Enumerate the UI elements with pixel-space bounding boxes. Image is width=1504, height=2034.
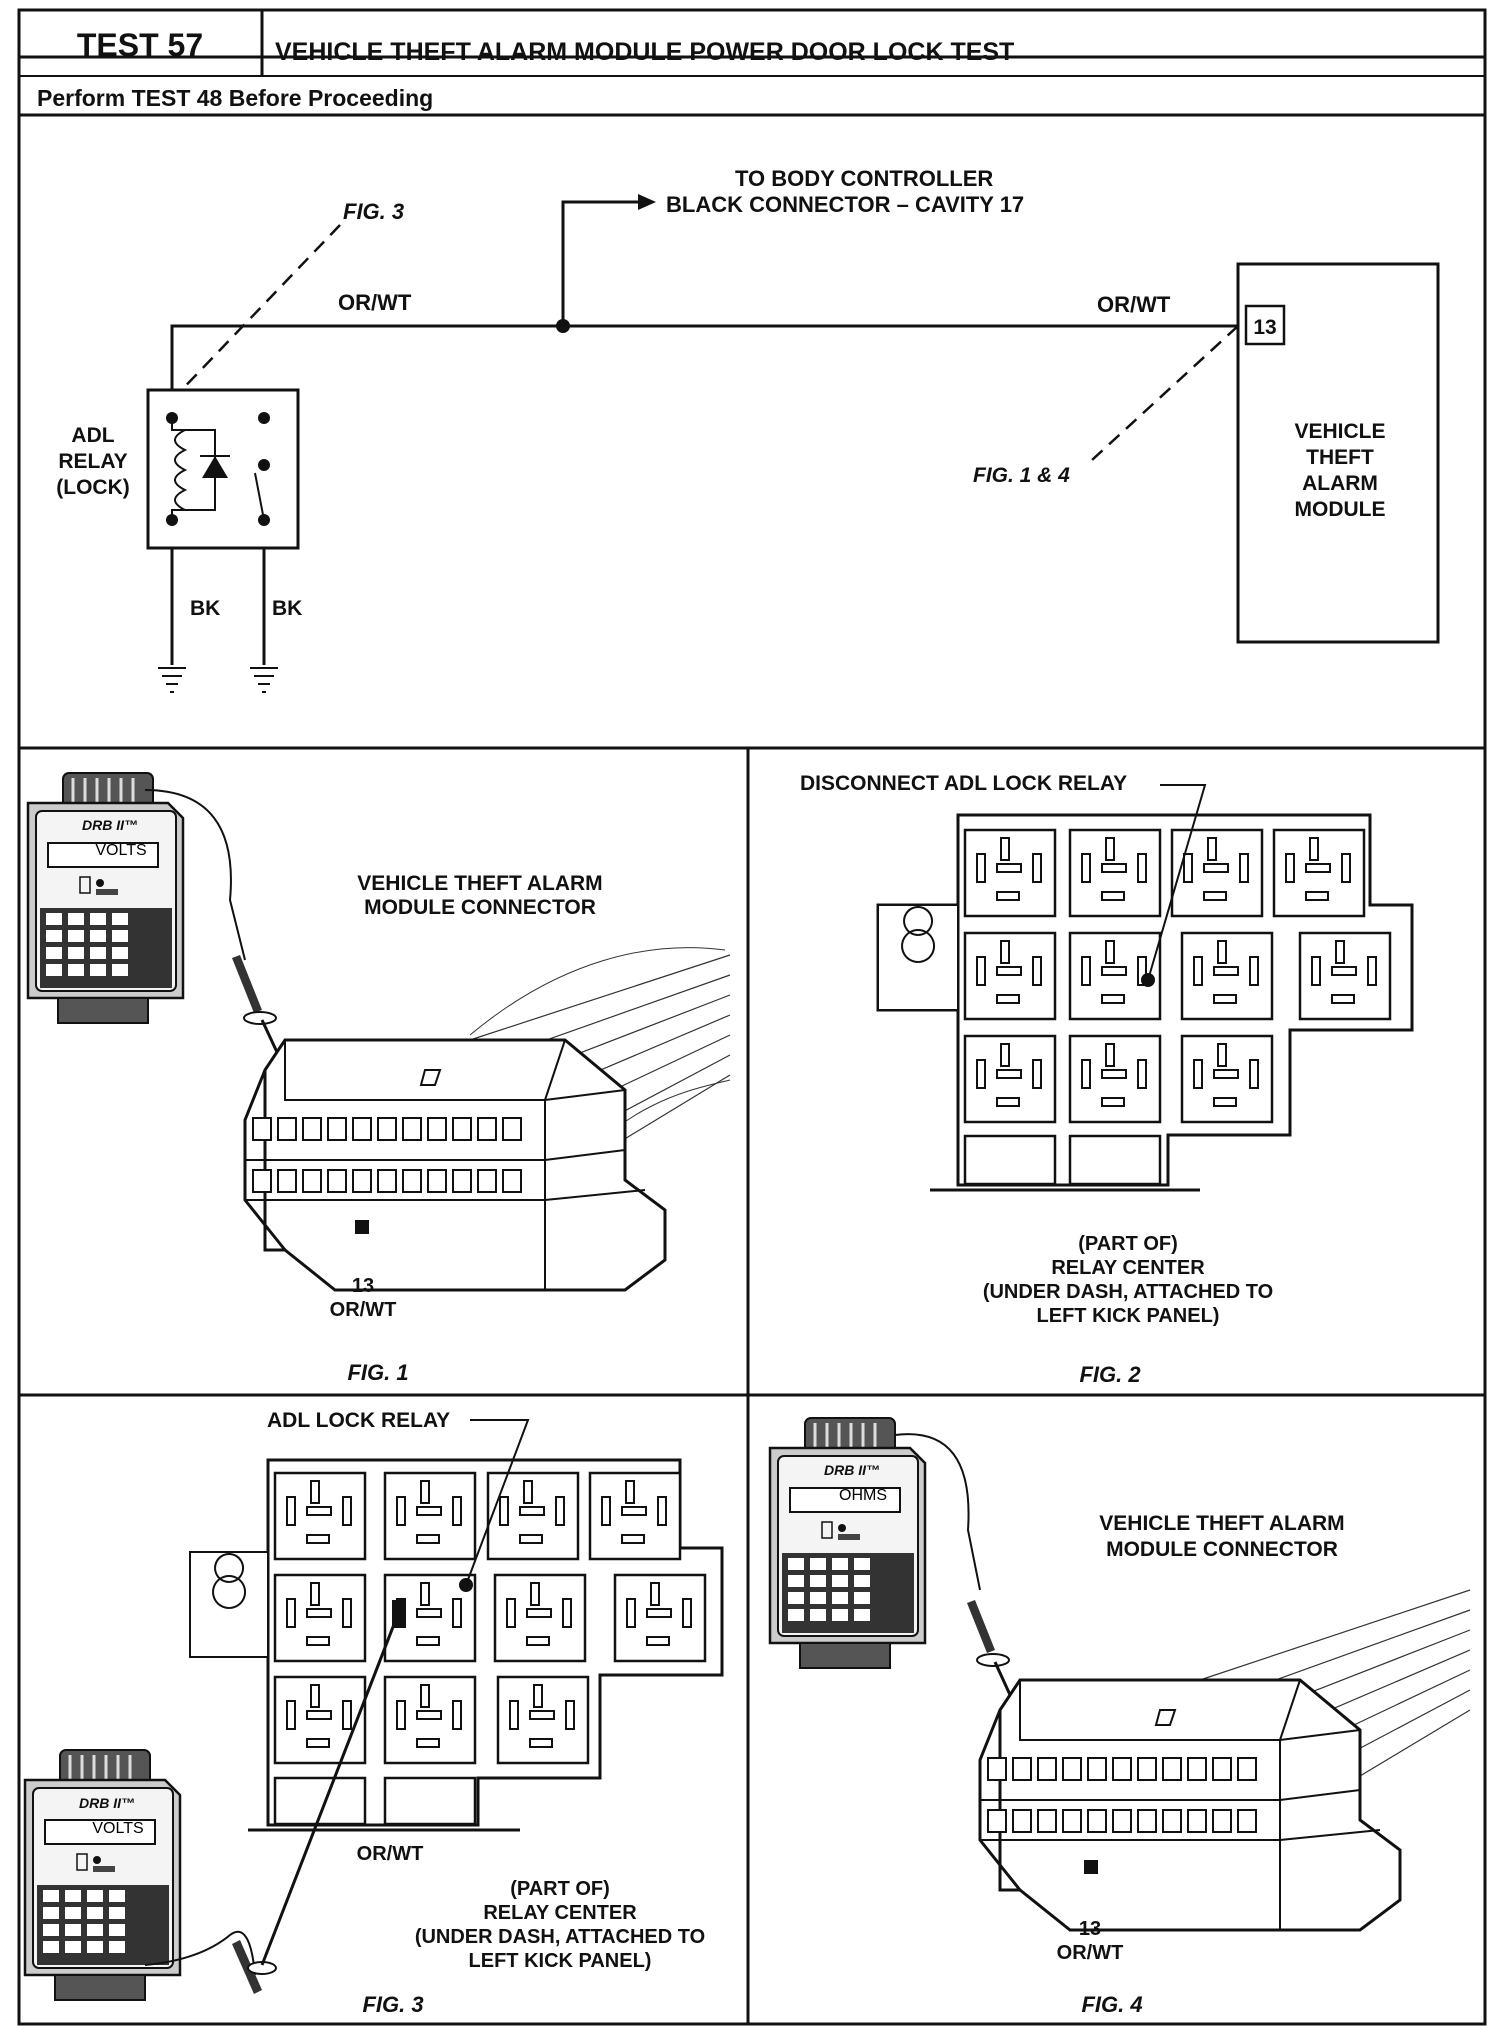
- fig2-callout: DISCONNECT ADL LOCK RELAY: [800, 772, 1127, 795]
- fig2-caption: FIG. 2: [1079, 1362, 1141, 1387]
- mounting-hole-icon: [212, 1553, 247, 1609]
- relay-socket: [496, 1675, 590, 1765]
- fig3-desc-3: (UNDER DASH, ATTACHED TO: [415, 1926, 705, 1948]
- relay-socket: [588, 1471, 682, 1561]
- meter-display: VOLTS: [92, 1820, 143, 1837]
- fig2-desc-3: (UNDER DASH, ATTACHED TO: [983, 1281, 1273, 1303]
- ground-icon: [158, 667, 186, 693]
- relay-socket: [1068, 828, 1162, 918]
- fig4-panel: DRB II™ OHMS VEHICLE THEFT ALARM MODULE …: [768, 1416, 1471, 2017]
- relay-switch-icon: [254, 472, 265, 521]
- drb2-meter-icon: [768, 1416, 927, 1670]
- fig2-desc-2: RELAY CENTER: [1051, 1257, 1205, 1279]
- fig14-reference: FIG. 1 & 4: [973, 464, 1070, 487]
- relay-socket: [1068, 1034, 1162, 1124]
- diode-icon: [202, 456, 228, 478]
- connector-label-1: VEHICLE THEFT ALARM: [1099, 1512, 1344, 1535]
- vtam-connector-icon: [243, 1038, 667, 1292]
- relay-socket: [273, 1573, 367, 1663]
- relay-socket: [963, 931, 1057, 1021]
- drb2-meter-icon: [23, 1748, 182, 2002]
- relay-socket: [273, 1675, 367, 1765]
- arrow-icon: [638, 194, 656, 210]
- meter-brand: DRB II™: [824, 1462, 880, 1478]
- wire-color-right: OR/WT: [1097, 292, 1171, 317]
- fig3-desc-2: RELAY CENTER: [483, 1902, 637, 1924]
- relay-socket: [383, 1675, 477, 1765]
- ground-icon: [250, 667, 278, 693]
- wire-label: OR/WT: [1057, 1942, 1124, 1964]
- fig1-caption: FIG. 1: [347, 1360, 408, 1385]
- relay-label-1: ADL: [71, 424, 114, 447]
- fig3-desc-4: LEFT KICK PANEL): [469, 1950, 652, 1972]
- mounting-hole-icon: [901, 906, 936, 963]
- relay-socket: [273, 1471, 367, 1561]
- fig4-caption: FIG. 4: [1081, 1992, 1142, 2017]
- pin-13-marker: [1084, 1860, 1098, 1874]
- wire-label: OR/WT: [330, 1299, 397, 1321]
- pin-label: 13: [352, 1275, 374, 1297]
- relay-socket: [1170, 828, 1264, 918]
- module-label-1: VEHICLE: [1294, 420, 1385, 443]
- wire-color-left: OR/WT: [338, 290, 412, 315]
- connector-label-2: MODULE CONNECTOR: [1106, 1538, 1338, 1561]
- fig3-callout: ADL LOCK RELAY: [267, 1409, 450, 1432]
- fig2-panel: DISCONNECT ADL LOCK RELAY (PART OF) RELA…: [800, 772, 1414, 1387]
- module-label-3: ALARM: [1302, 472, 1378, 495]
- sheet-border: [17, 8, 1487, 2026]
- fig1-panel: DRB II™ VOLTS VEHICLE THEFT ALARM MODULE…: [26, 771, 731, 1385]
- relay-socket: [1272, 828, 1366, 918]
- probe-icon: [232, 1940, 262, 1994]
- wire-label: OR/WT: [357, 1843, 424, 1865]
- relay-socket: [963, 1034, 1057, 1124]
- fig2-desc-4: LEFT KICK PANEL): [1037, 1305, 1220, 1327]
- relay-socket: [613, 1573, 707, 1663]
- fig3-reference: FIG. 3: [343, 199, 404, 224]
- pin-label: 13: [1079, 1918, 1101, 1940]
- test-number: TEST 57: [77, 27, 203, 63]
- black-connector-label: BLACK CONNECTOR – CAVITY 17: [666, 192, 1024, 217]
- ground-wire-left: BK: [190, 597, 220, 620]
- relay-socket: [1298, 931, 1392, 1021]
- module-pin-number: 13: [1253, 316, 1276, 339]
- wiring-schematic: TO BODY CONTROLLER BLACK CONNECTOR – CAV…: [56, 166, 1440, 693]
- module-label-2: THEFT: [1306, 446, 1374, 469]
- ground-wire-right: BK: [272, 597, 302, 620]
- drb2-meter-icon: [26, 771, 185, 1025]
- relay-label-3: (LOCK): [56, 476, 129, 499]
- probe-icon: [232, 955, 262, 1013]
- meter-brand: DRB II™: [82, 817, 138, 833]
- probe-icon: [967, 1600, 995, 1653]
- relay-coil-icon: [171, 418, 188, 520]
- meter-brand: DRB II™: [79, 1795, 135, 1811]
- relay-socket: [493, 1573, 587, 1663]
- vtam-connector-icon: [978, 1678, 1402, 1932]
- test-title: VEHICLE THEFT ALARM MODULE POWER DOOR LO…: [275, 38, 1014, 66]
- relay-socket: [383, 1471, 477, 1561]
- test-prerequisite: Perform TEST 48 Before Proceeding: [37, 85, 433, 111]
- fig3-panel: ADL LOCK RELAY DRB II™ VOLTS OR/WT (PART…: [23, 1409, 724, 2017]
- relay-socket: [1180, 1034, 1274, 1124]
- module-label-4: MODULE: [1295, 498, 1386, 521]
- pin-13-box: [1244, 304, 1286, 346]
- pin-13-marker: [355, 1220, 369, 1234]
- to-body-controller-label: TO BODY CONTROLLER: [735, 166, 993, 191]
- fig3-caption: FIG. 3: [362, 1992, 423, 2017]
- relay-label-2: RELAY: [58, 450, 127, 473]
- meter-display: OHMS: [839, 1487, 887, 1504]
- fig2-desc-1: (PART OF): [1078, 1233, 1178, 1255]
- splice-dot: [556, 319, 570, 333]
- fig3-desc-1: (PART OF): [510, 1878, 610, 1900]
- connector-label-2: MODULE CONNECTOR: [364, 896, 596, 919]
- relay-socket: [963, 828, 1057, 918]
- connector-label-1: VEHICLE THEFT ALARM: [357, 872, 602, 895]
- relay-socket: [486, 1471, 580, 1561]
- meter-display: VOLTS: [95, 842, 146, 859]
- relay-socket: [1180, 931, 1274, 1021]
